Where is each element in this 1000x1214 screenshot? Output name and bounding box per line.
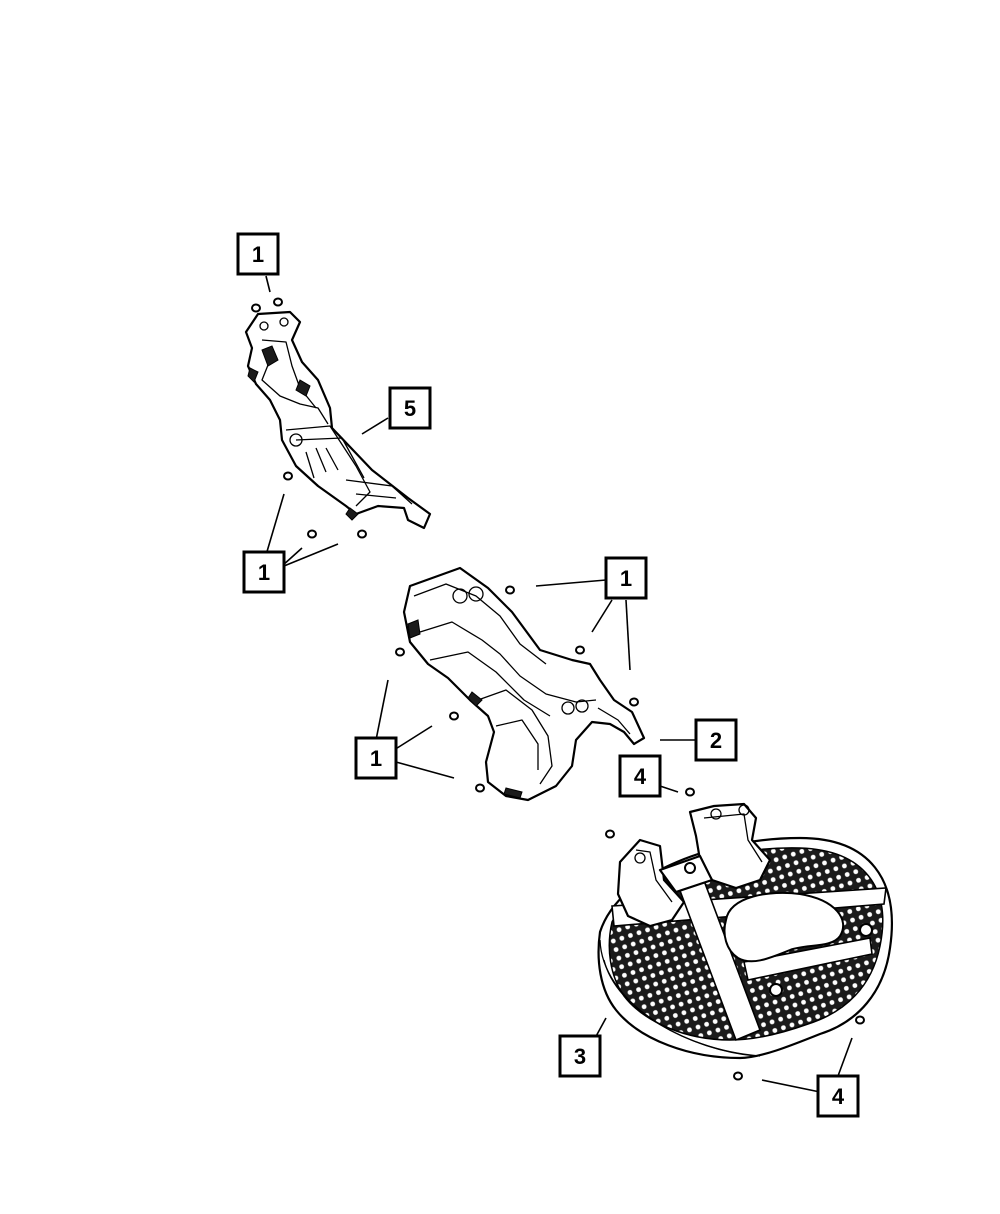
callout-number: 5 (404, 396, 416, 421)
callout-3: 3 (558, 1034, 602, 1078)
nut (575, 645, 585, 655)
nut (733, 1071, 743, 1081)
callout-1-left-mid: 1 (242, 550, 286, 594)
callout-1-right-mid: 1 (604, 556, 648, 600)
nut (307, 529, 317, 539)
callout-number: 1 (370, 746, 382, 771)
nut (395, 647, 405, 657)
callout-number: 1 (258, 560, 270, 585)
heat-shield-upper-part-5 (244, 310, 432, 530)
leader-lines (265, 275, 853, 1093)
callout-4-lower: 4 (816, 1074, 860, 1118)
nut (685, 787, 695, 797)
fastener-nuts (251, 297, 865, 1081)
callout-5: 5 (388, 386, 432, 430)
nut (273, 297, 283, 307)
nut (605, 829, 615, 839)
nut (449, 711, 459, 721)
callout-number: 3 (574, 1044, 586, 1069)
nut (629, 697, 639, 707)
nut (505, 585, 515, 595)
callout-number: 1 (620, 566, 632, 591)
spare-carrier-part-3 (597, 802, 893, 1060)
callout-2: 2 (694, 718, 738, 762)
callout-1-lower: 1 (354, 736, 398, 780)
nut (357, 529, 367, 539)
callout-number: 2 (710, 728, 722, 753)
callout-number: 4 (634, 764, 647, 789)
callout-4-upper: 4 (618, 754, 662, 798)
nut (251, 303, 261, 313)
heat-shield-lower-part-2 (402, 566, 646, 802)
callout-number: 1 (252, 242, 264, 267)
callout-1-top: 1 (236, 232, 280, 276)
nut (283, 471, 293, 481)
callout-number: 4 (832, 1084, 845, 1109)
nut (475, 783, 485, 793)
nut (855, 1015, 865, 1025)
